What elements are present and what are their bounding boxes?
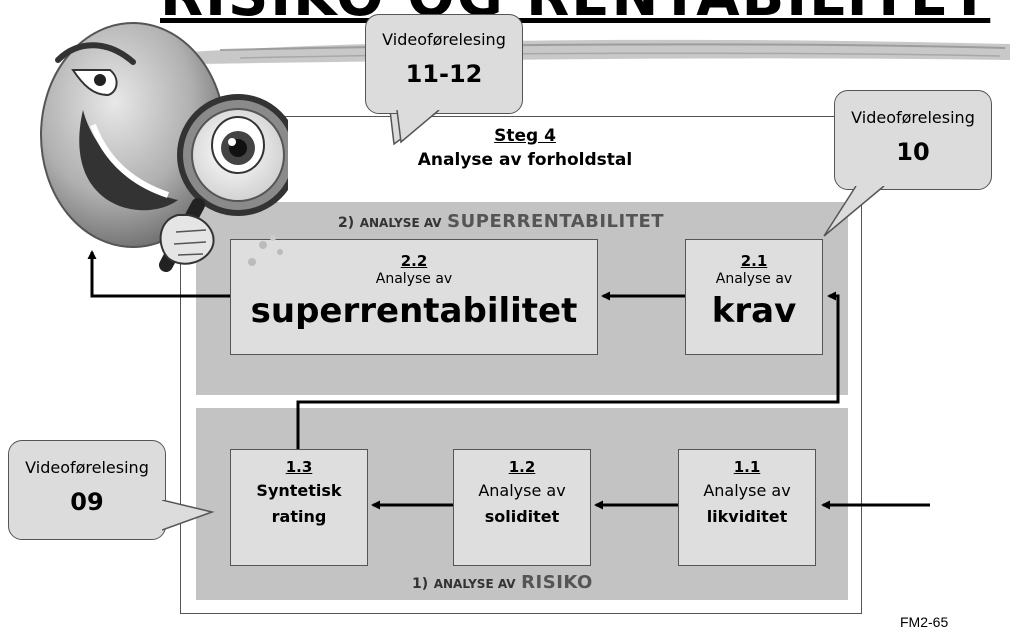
footer-code: FM2-65 [900,614,949,630]
callout-video-11-12: Videoførelesing 11-12 [365,14,523,114]
callout-pointer-10 [823,186,885,237]
callout-label: Videoførelesing [382,30,506,49]
box-line2: superrentabilitet [250,291,578,331]
box-line2: krav [711,291,797,331]
box-number: 1.3 [285,458,313,476]
box-line1: Analyse av [715,271,793,287]
box-1-1-likviditet: 1.1 Analyse av likviditet [678,449,816,566]
callout-number: 09 [70,488,104,516]
box-number: 1.1 [733,458,761,476]
step-label: Steg 4 [494,126,556,146]
panel-label-risiko: 1) ANALYSE AV RISIKO [412,572,593,593]
box-1-3-syntetisk-rating: 1.3 Syntetisk rating [230,449,368,566]
callout-number: 11-12 [405,60,483,88]
box-2-1-krav: 2.1 Analyse av krav [685,239,823,355]
callout-label: Videoførelesing [25,458,149,477]
arrow-1-3-to-2-1 [296,291,840,449]
mascot-magnifier-icon [40,22,288,272]
box-line2: rating [271,507,327,526]
box-1-2-soliditet: 1.2 Analyse av soliditet [453,449,591,566]
callout-pointer-fill-11-12 [396,110,440,144]
slide-title: RISIKO OG RENTABILITET [160,0,988,29]
box-number: 2.1 [740,252,768,270]
panel-label-superrentabilitet: 2) ANALYSE AV SUPERRENTABILITET [338,211,665,232]
arrow-out-2-2 [87,250,230,298]
box-2-2-superrentabilitet: 2.2 Analyse av superrentabilitet [230,239,598,355]
box-line1: Analyse av [703,481,791,500]
step-heading: Steg 4 Analyse av forholdstal [360,124,690,172]
box-number: 2.2 [400,252,428,270]
box-line1: Syntetisk [256,481,342,500]
box-number: 1.2 [508,458,536,476]
callout-number: 10 [896,138,930,166]
box-line1: Analyse av [478,481,566,500]
callout-video-10: Videoførelesing 10 [834,90,992,190]
box-line2: likviditet [706,507,788,526]
callout-pointer-09 [162,500,215,531]
step-subtitle: Analyse av forholdstal [417,150,633,170]
box-line2: soliditet [484,507,560,526]
callout-label: Videoførelesing [851,108,975,127]
box-line1: Analyse av [375,271,453,287]
callout-video-09: Videoførelesing 09 [8,440,166,540]
